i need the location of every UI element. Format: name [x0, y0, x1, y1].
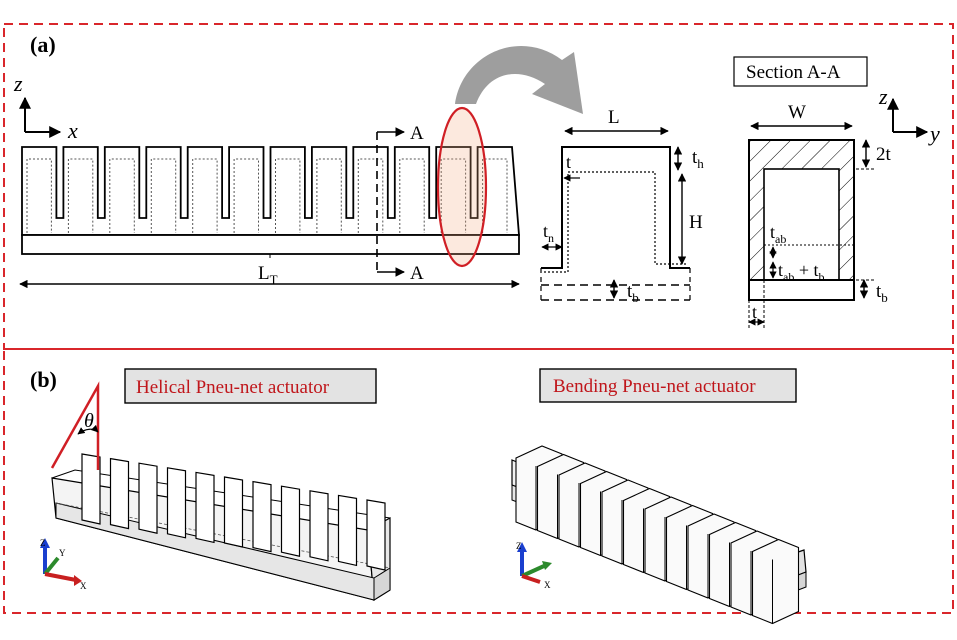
theta-label: θ: [84, 410, 94, 432]
helical-fin: [280, 485, 301, 557]
helical-title: Helical Pneu-net actuator: [136, 377, 330, 398]
helical-fin: [337, 494, 358, 567]
detail-H-label: H: [689, 212, 703, 233]
detail-tb-label: tb: [627, 281, 639, 305]
axis-z2-label: z: [878, 84, 888, 109]
helical-fin: [138, 462, 158, 534]
bending-title: Bending Pneu-net actuator: [553, 376, 756, 397]
axis-x-label: x: [67, 118, 78, 143]
detail-t-label: t: [566, 152, 571, 172]
helical-fin: [81, 453, 101, 525]
panel-b-label: (b): [30, 367, 57, 392]
bending-fin: [751, 538, 800, 625]
svg-text:Z: Z: [516, 541, 522, 551]
section-W-label: W: [788, 102, 806, 123]
helical-actuator-3d: θ: [50, 381, 391, 602]
section-tab-tb-label: tab + tb: [778, 260, 825, 284]
helical-fin: [166, 467, 187, 539]
section-t-label: t: [752, 302, 757, 322]
helical-fin: [109, 457, 130, 530]
section-view: W 2t tab tab + tb tb t: [748, 102, 892, 328]
svg-text:Y: Y: [59, 548, 66, 558]
section-line-aa: A A: [376, 123, 424, 284]
total-length-dimension: LT: [19, 254, 520, 289]
chamber-detail: L t th H tn tb: [540, 107, 704, 305]
zoom-arrow-icon: [455, 45, 583, 114]
helical-fin: [309, 490, 329, 562]
section-2t-label: 2t: [876, 144, 892, 165]
svg-text:X: X: [544, 580, 551, 590]
helical-fin: [223, 476, 244, 548]
helical-title-box: [124, 368, 377, 404]
bending-actuator-3d: [511, 445, 807, 625]
svg-text:Z: Z: [40, 538, 46, 548]
total-length-label: LT: [258, 263, 278, 287]
bending-title-box: [539, 368, 797, 403]
panel-b-border: [3, 348, 954, 614]
helical-fin: [252, 480, 272, 553]
axis-z-label: z: [13, 71, 23, 96]
section-title: Section A-A: [746, 62, 841, 83]
side-view-actuator: [21, 146, 520, 255]
axis-y-label: y: [928, 121, 940, 146]
section-tab-label: tab: [770, 222, 786, 246]
xyz-triad-bending-icon: Z X: [516, 541, 552, 590]
section-marker-bottom: A: [410, 263, 424, 284]
highlight-ellipse: [436, 106, 488, 268]
axes-xz-icon: z x: [13, 71, 78, 143]
detail-th-label: th: [692, 147, 704, 171]
panel-a-border: [3, 23, 954, 350]
xyz-triad-helical-icon: Z Y X: [40, 538, 87, 591]
svg-text:X: X: [80, 581, 87, 591]
section-tb-label: tb: [876, 281, 888, 305]
detail-L-label: L: [608, 107, 620, 128]
panel-a-label: (a): [30, 32, 56, 57]
helical-fin: [195, 471, 215, 544]
section-title-box: [733, 56, 868, 87]
section-marker-top: A: [410, 123, 424, 144]
axes-yz-icon: z y: [878, 84, 940, 146]
helical-fin: [366, 499, 386, 571]
detail-tn-label: tn: [543, 221, 554, 245]
